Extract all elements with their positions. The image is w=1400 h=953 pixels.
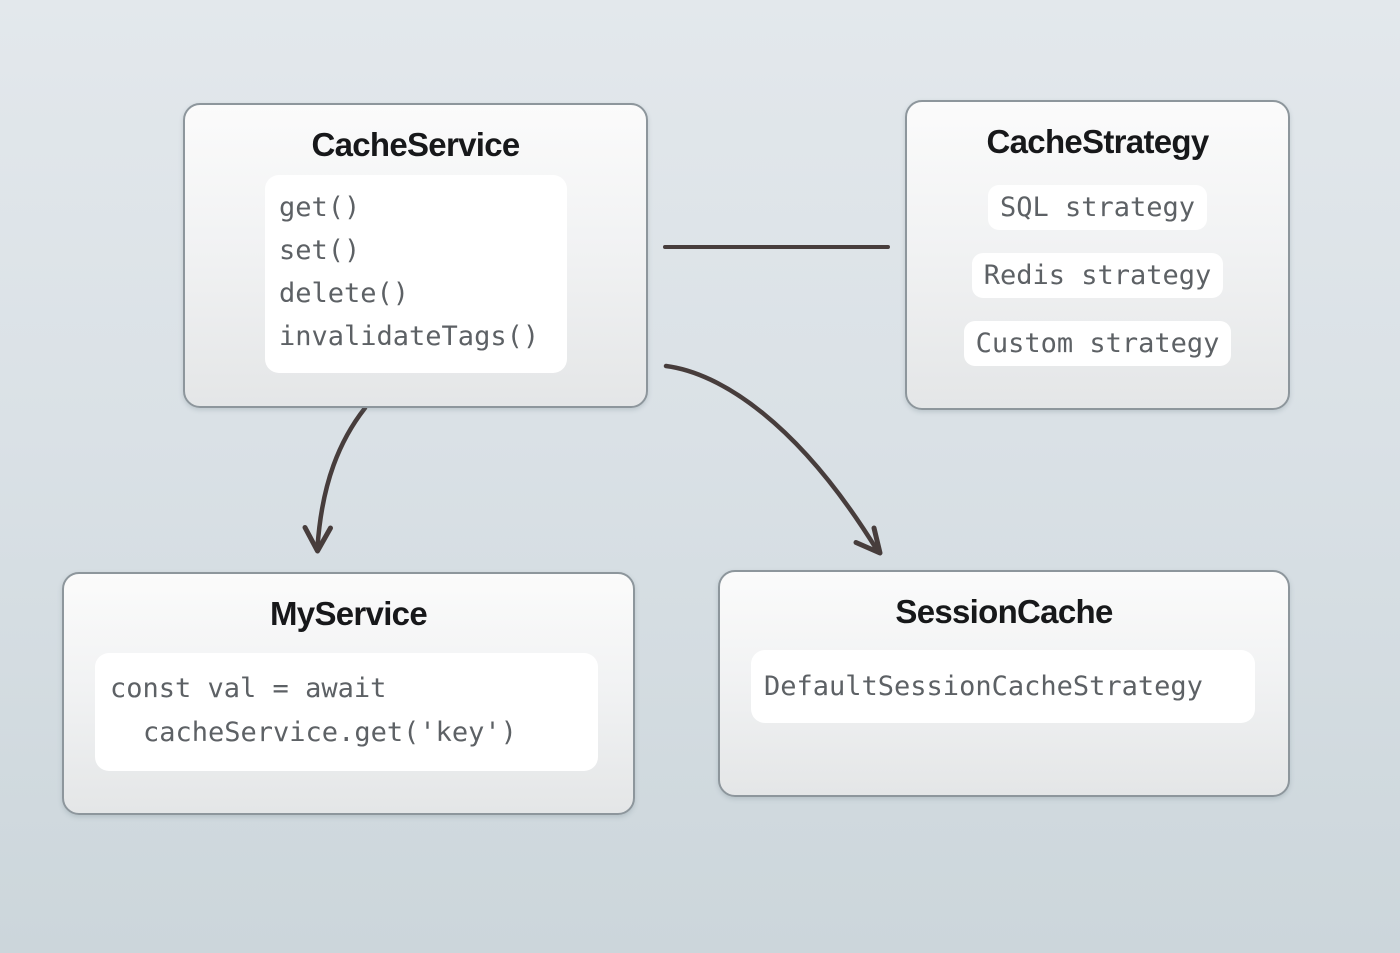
strategy-pill: Redis strategy: [971, 253, 1224, 298]
arrowhead-down-icon: [302, 525, 333, 554]
code-line: cacheService.get('key'): [143, 717, 517, 748]
arrowhead-down-right-icon: [853, 525, 883, 556]
cache-service-methods-panel: get() set() delete() invalidateTags(): [265, 175, 567, 373]
my-service-code-panel: const val = await cacheService.get('key'…: [95, 653, 598, 771]
node-cache-strategy: CacheStrategy SQL strategy Redis strateg…: [905, 100, 1290, 410]
method-item: set(): [279, 235, 361, 266]
node-cache-service: CacheService get() set() delete() invali…: [183, 103, 648, 408]
arrow-shaft: [663, 363, 880, 553]
method-item: invalidateTags(): [279, 321, 540, 352]
node-my-service: MyService const val = await cacheService…: [62, 572, 635, 815]
arrow-shaft: [315, 405, 368, 550]
strategy-pill: SQL strategy: [987, 185, 1208, 230]
edge-cacheservice-sessioncache-arrow: [663, 363, 883, 556]
method-item: get(): [279, 192, 361, 223]
cache-service-title: CacheService: [311, 126, 520, 163]
session-cache-strategy-panel: DefaultSessionCacheStrategy: [751, 650, 1255, 723]
edge-cacheservice-myservice-arrow: [302, 405, 368, 554]
method-item: delete(): [279, 278, 410, 309]
session-strategy-label: DefaultSessionCacheStrategy: [764, 671, 1203, 702]
my-service-title: MyService: [270, 595, 428, 632]
strategy-pill: Custom strategy: [963, 321, 1232, 366]
cache-strategy-title: CacheStrategy: [986, 123, 1210, 160]
session-cache-title: SessionCache: [895, 593, 1113, 630]
strategy-pill-list: SQL strategy Redis strategy Custom strat…: [907, 185, 1288, 366]
code-line: const val = await: [110, 673, 387, 704]
node-session-cache: SessionCache DefaultSessionCacheStrategy: [718, 570, 1290, 797]
